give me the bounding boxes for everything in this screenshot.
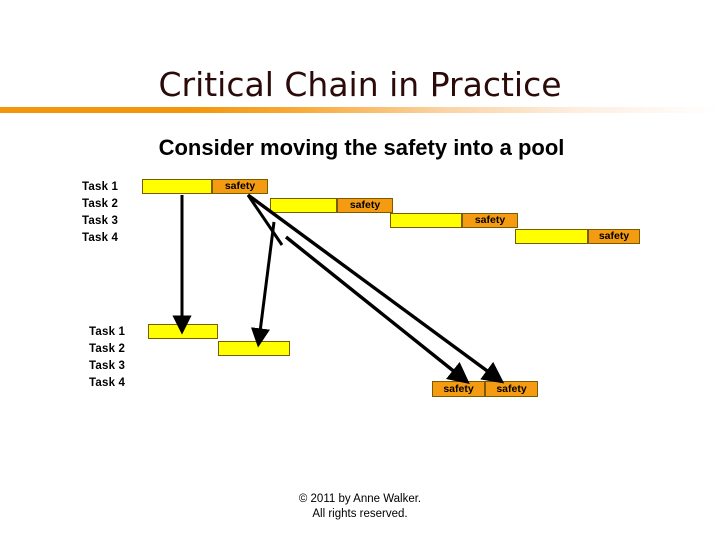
bottom-task-label-2: Task 2 [89, 343, 126, 355]
bottom-work-bar-2 [218, 341, 290, 356]
top-work-bar-3 [390, 213, 462, 228]
bottom-task-label-3: Task 3 [89, 360, 126, 372]
top-safety-bar-3: safety [462, 213, 518, 228]
bottom-task-label-1: Task 1 [89, 326, 126, 338]
figure-heading: Consider moving the safety into a pool [158, 135, 565, 160]
safety-pool-cell-1: safety [432, 381, 485, 397]
top-task-label-4: Task 4 [82, 232, 119, 244]
bottom-task-label-4: Task 4 [89, 377, 126, 389]
top-work-bar-4 [515, 229, 588, 244]
top-work-bar-2 [270, 198, 337, 213]
figure-panel: Consider moving the safety into a pool T… [78, 127, 645, 412]
arrow-task2-to-pool [250, 221, 276, 348]
arrow-layer [172, 193, 505, 385]
top-task-label-1: Task 1 [82, 181, 119, 193]
top-work-bar-1 [142, 179, 212, 194]
safety-pool-cell-2: safety [485, 381, 538, 397]
title-divider [0, 107, 720, 113]
top-safety-bar-1: safety [212, 179, 268, 194]
copyright-block: © 2011 by Anne Walker. All rights reserv… [0, 492, 720, 522]
page-title: Critical Chain in Practice [158, 65, 562, 104]
arrow-task4-to-pool [284, 235, 470, 385]
top-safety-bar-4: safety [588, 229, 640, 244]
copyright-line-1: © 2011 by Anne Walker. [298, 493, 422, 505]
top-task-label-2: Task 2 [82, 198, 119, 210]
top-task-label-3: Task 3 [82, 215, 119, 227]
copyright-line-2: All rights reserved. [312, 508, 408, 520]
bottom-work-bar-1 [148, 324, 218, 339]
top-safety-bar-2: safety [337, 198, 393, 213]
